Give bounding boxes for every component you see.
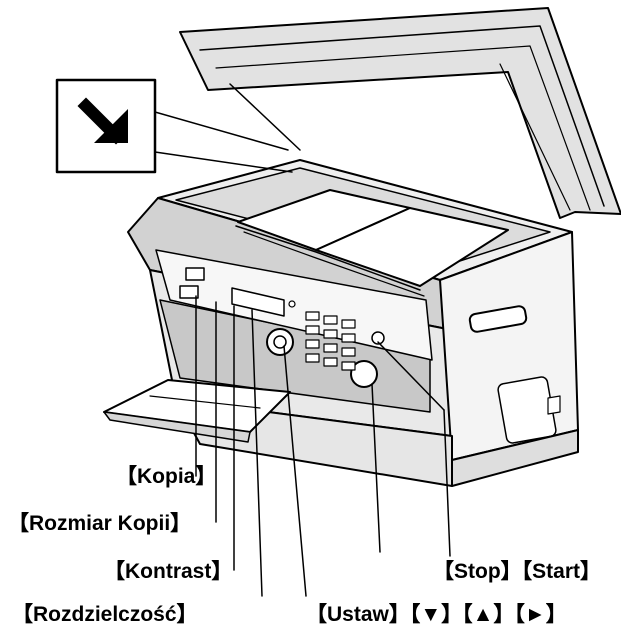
leader-rozdzielczosc (251, 309, 263, 597)
label-ustaw-navigation: 【Ustaw】【▼】【▲】【►】 (306, 603, 567, 626)
leader-start (371, 383, 381, 553)
scanner-lid (179, 7, 621, 219)
arrow-down-right-icon (77, 97, 128, 145)
label-stop-start: 【Stop】【Start】 (433, 560, 601, 583)
leader-stop (377, 341, 445, 411)
leader-ustaw (283, 345, 307, 597)
paper-tray (103, 379, 291, 443)
label-kopia: 【Kopia】 (116, 465, 217, 488)
label-rozdzielczosc: 【Rozdzielczość】 (12, 603, 198, 626)
callout (55, 78, 293, 174)
leader-stop-down (443, 409, 451, 557)
document-on-glass (235, 189, 509, 297)
control-panel (155, 249, 433, 388)
keypad (305, 311, 356, 371)
label-rozmiar-kopii: 【Rozmiar Kopii】 (8, 512, 192, 535)
label-kontrast: 【Kontrast】 (104, 560, 233, 583)
leader-lines (195, 295, 451, 597)
